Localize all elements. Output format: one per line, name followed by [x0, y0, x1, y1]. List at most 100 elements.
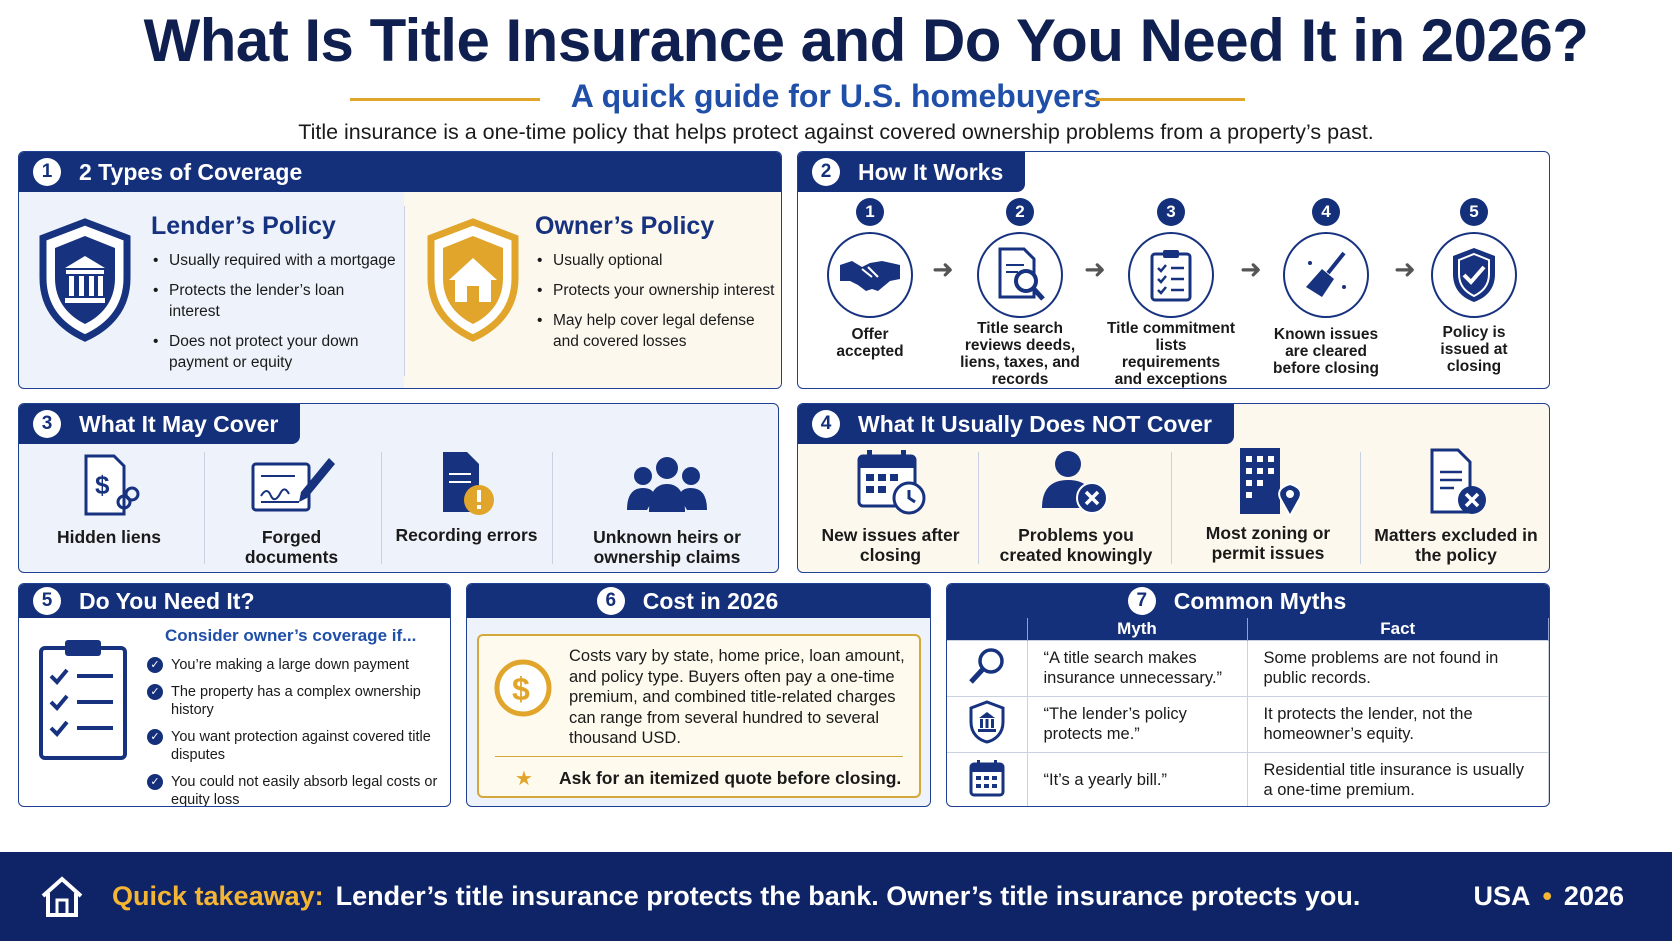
dollar-document-icon: $ [29, 454, 189, 523]
section-number: 7 [1127, 587, 1156, 615]
clipboard-checklist-icon [1128, 232, 1214, 318]
signature-pen-icon [214, 454, 369, 523]
calendar-icon [947, 751, 1028, 806]
table-row: “A title search makes insurance unnecess… [947, 639, 1549, 696]
cover-label: Unknown heirs or ownership claims [593, 527, 741, 567]
step-number: 4 [1312, 198, 1340, 226]
how-panel: 2 How It Works [797, 151, 1550, 389]
divider [1171, 452, 1172, 564]
dollar-coin-icon: $ [493, 658, 553, 723]
divider [978, 452, 979, 564]
lender-policy: Lender’s Policy Usually required with a … [151, 212, 396, 373]
checklist-item: ✓ You’re making a large down payment [147, 656, 447, 674]
owner-policy: Owner’s Policy Usually optional Protects… [535, 212, 780, 352]
lender-policy-title: Lender’s Policy [151, 212, 336, 240]
step-cleared: 4 Known issues are cleared before closin… [1266, 198, 1386, 377]
check-circle-icon: ✓ [147, 774, 163, 790]
exclusion-label: Most zoning or permit issues [1205, 523, 1331, 563]
need-header: 5 Do You Need It? [19, 584, 450, 618]
cover-label: Recording errors [395, 525, 538, 545]
document-x-icon [1366, 448, 1546, 523]
coverage-heading: 2 Types of Coverage [79, 158, 303, 185]
broom-icon [1283, 232, 1369, 318]
check-circle-icon: ✓ [147, 729, 163, 745]
document-alert-icon [389, 450, 544, 523]
building-pin-icon [1178, 444, 1358, 523]
checklist-item: ✓ You could not easily absorb legal costs… [147, 773, 447, 807]
step-number: 1 [856, 198, 884, 226]
step-issued: 5 Policy is issued at closing [1424, 198, 1524, 375]
footer-country: USA [1473, 881, 1531, 911]
fact-cell: Residential title insurance is usually a… [1247, 751, 1549, 806]
cover-label: Hidden liens [56, 527, 162, 547]
footer-meta: USA • 2026 [1473, 881, 1624, 912]
footer-year: 2026 [1563, 881, 1624, 911]
need-subhead: Consider owner’s coverage if... [165, 626, 417, 645]
cost-heading: Cost in 2026 [642, 587, 779, 614]
checklist-text: The property has a complex ownership his… [171, 684, 421, 718]
step-label: Known issues are cleared before closing [1273, 326, 1379, 377]
not-cover-header: 4 What It Usually Does NOT Cover [798, 404, 1235, 444]
section-number: 1 [33, 158, 61, 186]
owner-bullet: Protects your ownership interest [535, 280, 780, 301]
bank-shield-icon [947, 695, 1028, 752]
cover-label: Forged documents [244, 527, 339, 567]
lender-bullet: Protects the lender’s loan interest [151, 280, 396, 322]
shield-check-icon [1431, 232, 1517, 318]
svg-text:$: $ [512, 671, 530, 707]
check-circle-icon: ✓ [147, 657, 163, 673]
not-cover-heading: What It Usually Does NOT Cover [858, 410, 1213, 437]
exclusion-item: New issues after closing [808, 448, 973, 565]
myths-heading: Common Myths [1173, 587, 1347, 614]
how-header: 2 How It Works [798, 152, 1026, 192]
svg-text:$: $ [95, 470, 110, 500]
bank-shield-icon [37, 218, 133, 347]
step-number: 5 [1460, 198, 1488, 226]
page-subtitle: A quick guide for U.S. homebuyers [570, 78, 1102, 114]
divider [1360, 452, 1361, 564]
cover-item: Forged documents [214, 454, 369, 567]
document-search-icon [977, 232, 1063, 318]
takeaway-label: Quick takeaway: [112, 881, 324, 911]
need-panel: 5 Do You Need It? Consider owner’s cover… [18, 583, 451, 807]
section-number: 2 [812, 158, 840, 186]
star-icon: ★ [515, 768, 533, 790]
check-circle-icon: ✓ [147, 684, 163, 700]
covers-heading: What It May Cover [79, 410, 279, 437]
lender-bullet: Does not protect your down payment or eq… [151, 331, 396, 373]
exclusion-item: Most zoning or permit issues [1178, 444, 1358, 563]
exclusion-item: Problems you created knowingly [986, 448, 1166, 565]
lender-bullet: Usually required with a mortgage [151, 250, 396, 271]
table-header-icon [947, 618, 1028, 640]
section-number: 4 [812, 410, 840, 438]
cover-item: Recording errors [389, 450, 544, 545]
need-heading: Do You Need It? [79, 587, 255, 614]
covers-header: 3 What It May Cover [19, 404, 301, 444]
exclusion-item: Matters excluded in the policy [1366, 448, 1546, 565]
table-header-myth: Myth [1027, 618, 1248, 640]
step-offer: 1 Offer accepted [820, 198, 920, 360]
step-number: 3 [1157, 198, 1185, 226]
calendar-clock-icon [808, 448, 973, 523]
step-label: Title commitment lists requirements and … [1106, 320, 1236, 388]
checklist-text: You could not easily absorb legal costs … [171, 774, 438, 807]
not-cover-panel: 4 What It Usually Does NOT Cover New iss… [797, 403, 1550, 573]
step-label: Offer accepted [836, 326, 904, 360]
arrow-right-icon: ➜ [1394, 254, 1416, 284]
step-number: 2 [1006, 198, 1034, 226]
cost-box: $ Costs vary by state, home price, loan … [477, 634, 921, 798]
owner-bullet: May help cover legal defense and covered… [535, 310, 780, 352]
checklist-item: ✓ The property has a complex ownership hi… [147, 683, 447, 719]
footer-bar: Quick takeaway: Lender’s title insurance… [0, 852, 1672, 941]
arrow-right-icon: ➜ [1240, 254, 1262, 284]
exclusion-label: New issues after closing [821, 525, 960, 565]
cover-item: Unknown heirs or ownership claims [562, 454, 772, 567]
cost-header: 6 Cost in 2026 [467, 584, 930, 618]
checklist-text: You’re making a large down payment [171, 657, 410, 673]
myths-header: 7 Common Myths [947, 584, 1549, 618]
page-title: What Is Title Insurance and Do You Need … [143, 7, 1589, 74]
header: What Is Title Insurance and Do You Need … [0, 0, 1672, 160]
step-label: Title search reviews deeds, liens, taxes… [960, 320, 1080, 388]
